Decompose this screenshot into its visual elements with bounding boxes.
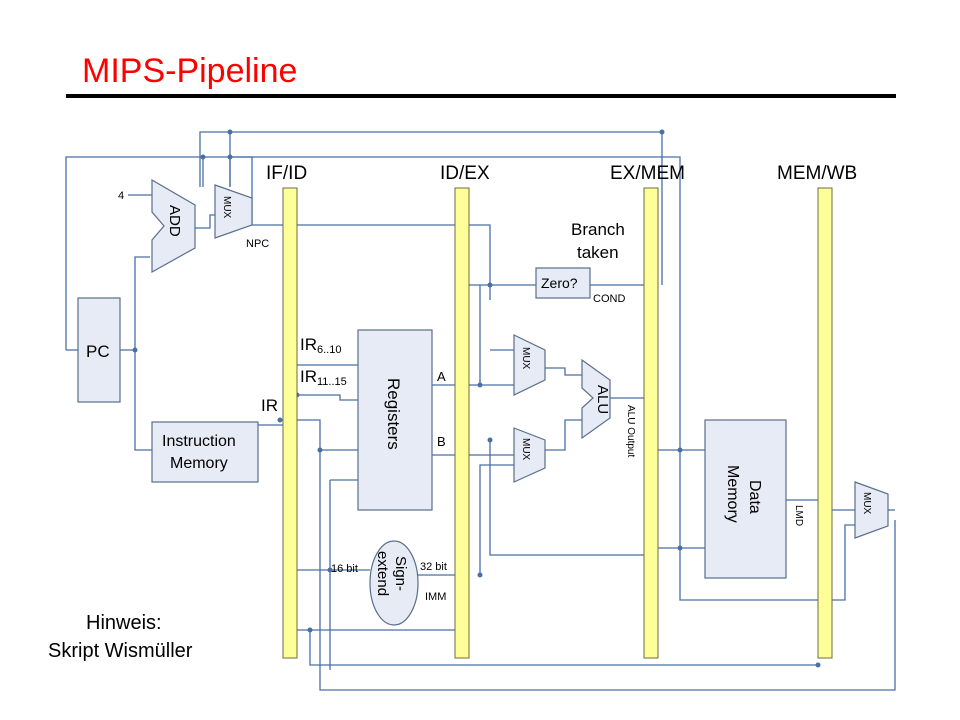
- register-file: [357, 329, 433, 511]
- wire-cond-top: [229, 156, 681, 450]
- alu-output-label: ALU Output: [625, 405, 636, 457]
- pc-register: [77, 297, 121, 403]
- page-title: MIPS-Pipeline: [82, 52, 298, 90]
- branch-label-1: Branch: [571, 220, 625, 239]
- wire-ir-rt: [297, 394, 358, 401]
- pc-mux: [214, 184, 253, 239]
- wb-mux: [854, 481, 889, 539]
- stage-label-ex-mem: EX/MEM: [610, 163, 685, 184]
- bit32-label: 32 bit: [420, 561, 447, 573]
- ir-rs-label: IR 6..10: [300, 335, 341, 356]
- branch-label-2: taken: [577, 243, 619, 262]
- wire-muxb-to-alu: [545, 419, 582, 451]
- alu-mux-b: [513, 427, 546, 483]
- note-line-1: Hinweis:: [86, 612, 162, 634]
- alu-mux-b-label: MUX: [520, 438, 531, 461]
- wire-feedback-to-mux: [65, 156, 204, 350]
- instruction-memory: [151, 421, 259, 483]
- ir-rt-label: IR 11..15: [300, 367, 347, 388]
- ir-label: IR: [261, 396, 278, 415]
- latch-ex-mem: [643, 187, 659, 659]
- wire-imm-to-mux: [479, 464, 514, 575]
- bit16-label: 16 bit: [331, 563, 358, 575]
- stage-label-mem-wb: MEM/WB: [777, 163, 857, 184]
- note-line-2: Skript Wismüller: [48, 640, 193, 662]
- imem-label-2: Memory: [170, 455, 228, 472]
- alu-mux-a-label: MUX: [520, 347, 531, 370]
- wire-npc-idex: [469, 224, 491, 300]
- zero-label: Zero?: [541, 275, 578, 291]
- wire-add-to-mux: [195, 214, 215, 229]
- signext-label-1: Sign-: [392, 556, 409, 591]
- wire-alu-pass: [679, 450, 818, 601]
- imm-label: IMM: [425, 591, 446, 603]
- wire-pc-to-imem: [134, 350, 152, 451]
- data-memory: [704, 419, 787, 579]
- dmem-label-1: Data: [746, 480, 763, 514]
- wire-ir-dest: [297, 419, 896, 691]
- svg-text:6..10: 6..10: [317, 344, 341, 356]
- sign-extend: [369, 540, 419, 626]
- wire-ir-pass: [309, 630, 818, 666]
- svg-text:11..15: 11..15: [317, 376, 347, 388]
- lmd-label: LMD: [793, 505, 804, 526]
- alu: [581, 358, 611, 440]
- pc-mux-label: MUX: [221, 196, 232, 219]
- wire-branch-target: [199, 131, 663, 285]
- imem-label-1: Instruction: [162, 433, 236, 450]
- alu-mux-a: [513, 334, 546, 396]
- alu-label: ALU: [594, 385, 611, 414]
- const-four-label: 4: [118, 190, 124, 202]
- wire-alu-to-mux: [832, 524, 855, 601]
- signext-label-2: extend: [374, 551, 391, 596]
- cond-label: COND: [593, 293, 625, 305]
- title-underline: [66, 94, 896, 98]
- latch-id-ex: [454, 187, 470, 659]
- reg-b-label: B: [437, 434, 446, 449]
- registers-label: Registers: [384, 378, 403, 450]
- stage-label-if-id: IF/ID: [266, 163, 307, 184]
- add-label: ADD: [166, 205, 183, 237]
- wb-mux-label: MUX: [861, 492, 872, 515]
- add-unit: [151, 178, 196, 274]
- stage-label-id-ex: ID/EX: [440, 163, 490, 184]
- wire-b-to-exmem: [489, 440, 644, 556]
- latch-if-id: [282, 187, 298, 659]
- dmem-label-2: Memory: [724, 465, 741, 523]
- npc-label: NPC: [246, 238, 269, 250]
- reg-a-label: A: [437, 369, 446, 384]
- pc-label: PC: [86, 342, 110, 361]
- svg-text:IR: IR: [300, 335, 317, 354]
- latch-mem-wb: [817, 187, 833, 659]
- wire-pc-to-add: [120, 256, 150, 351]
- zero-test: [535, 267, 591, 299]
- wire-muxa-to-alu: [545, 367, 582, 376]
- svg-text:IR: IR: [300, 367, 317, 386]
- wire-mux-to-ifid: [251, 210, 283, 226]
